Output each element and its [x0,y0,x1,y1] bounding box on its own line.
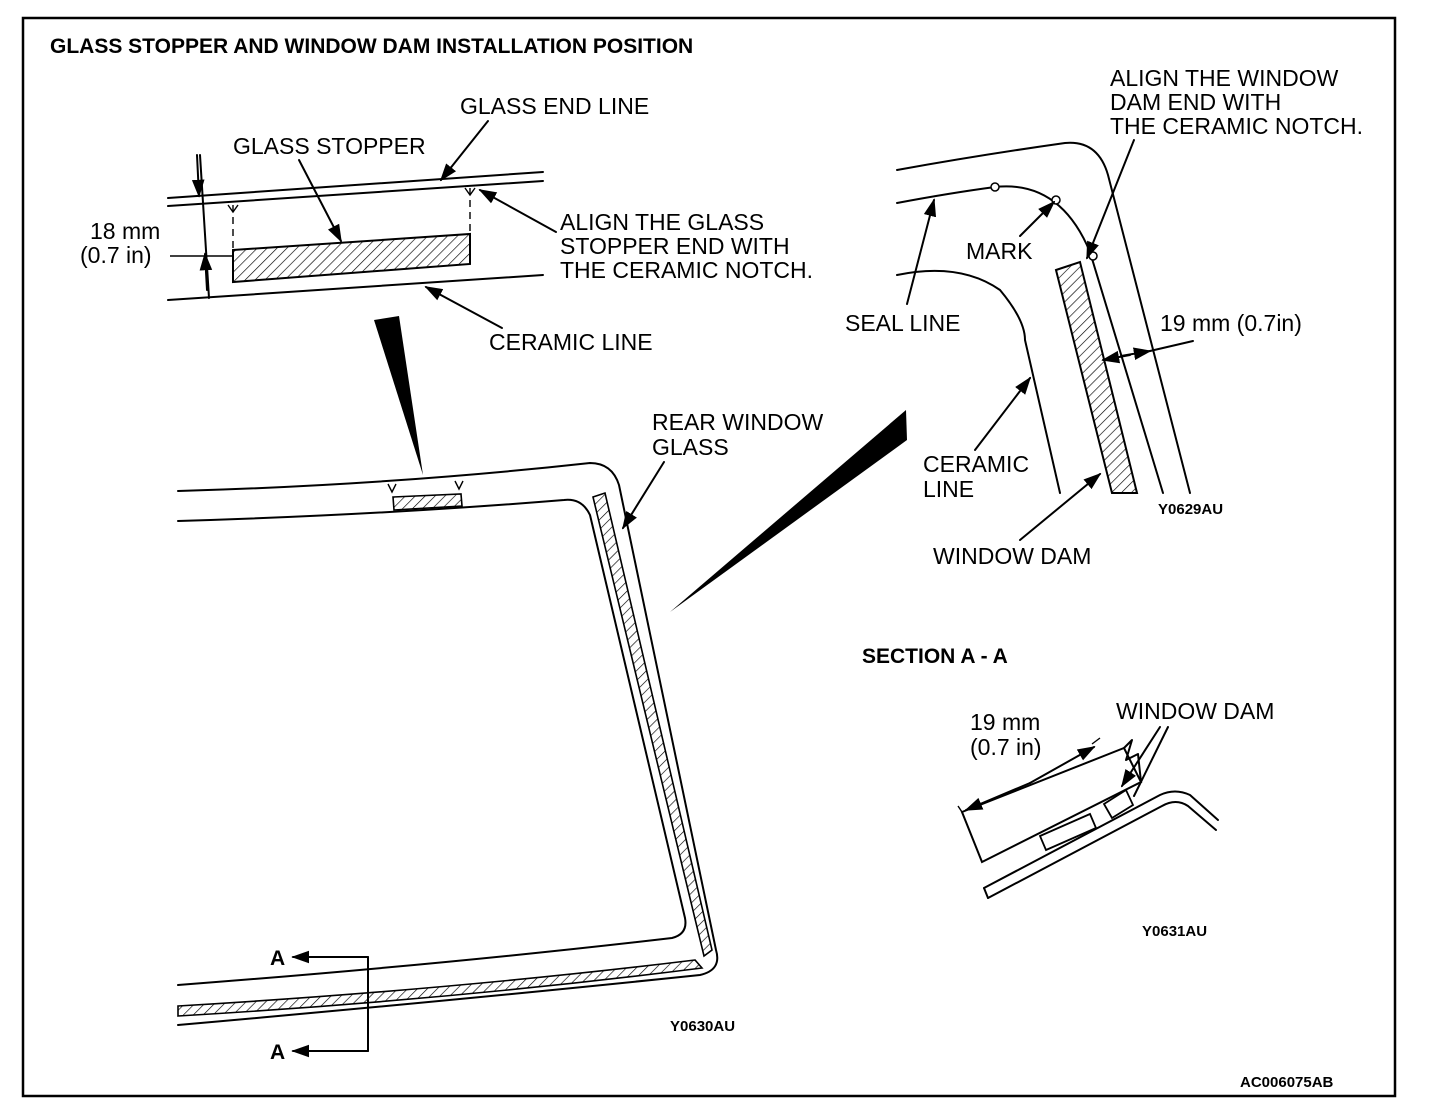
glass-end-line-edge-inner [167,180,544,207]
figure-title: GLASS STOPPER AND WINDOW DAM INSTALLATIO… [50,35,693,58]
dam-ceramic-leader [974,376,1032,451]
stopper-detail: 18 mm (0.7 in) GLASS END LINE GLASS STOP… [80,93,813,355]
stopper-ceramic-leader [424,286,503,329]
ceramic-line-edge [167,274,544,301]
dam-ceramic-line [896,269,1061,494]
stopper-dim-mm-label: 18 mm [90,218,160,244]
section-marker-bottom: A [270,1041,285,1064]
section-dim-arrow-right [1029,746,1096,784]
dam-align-note-2: DAM END WITH [1110,89,1281,115]
section-dim-ext-right [1091,737,1101,745]
rear-window-glass-leader [622,461,665,530]
dam-dimension-label: 19 mm (0.7in) [1160,310,1302,336]
stopper-align-leader [478,189,557,233]
dam-align-note-3: THE CERAMIC NOTCH. [1110,113,1363,139]
figure-code: AC006075AB [1240,1074,1334,1091]
rear-window-glass-label-1: REAR WINDOW [652,409,824,435]
section-view: SECTION A - A 19 mm (0.7 in) WINDOW DAM … [862,645,1274,940]
section-body-flange-top [983,790,1219,889]
mark-leader [1019,200,1056,237]
dam-ceramic-line-label-2: LINE [923,476,974,502]
dam-detail-code: Y0629AU [1158,501,1223,518]
stopper-dim-in-label: (0.7 in) [80,242,152,268]
side-window-dam [592,491,713,958]
section-dim-mm-label: 19 mm [970,709,1040,735]
bottom-window-dam [177,959,704,1017]
rear-window-glass-label-2: GLASS [652,434,729,460]
glass-stopper-label: GLASS STOPPER [233,133,426,159]
stopper-align-note-3: THE CERAMIC NOTCH. [560,257,813,283]
dam-window-dam-label: WINDOW DAM [933,543,1091,569]
section-marker-top: A [270,947,285,970]
section-window-dam-shape [1102,788,1135,820]
dam-window-dam-shape [1054,260,1139,494]
section-body-flange-bottom [987,801,1217,899]
main-glass-stopper [392,493,463,511]
dam-seal-line [896,185,1164,494]
stopper-ceramic-line-label: CERAMIC LINE [489,329,653,355]
dam-window-dam-leader [1019,472,1102,541]
detail-pointer-wedge-left [374,316,423,475]
glass-stopper-shape [232,232,471,284]
section-window-dam-label: WINDOW DAM [1116,698,1274,724]
detail-pointer-wedge-right [670,410,907,612]
dim-18mm-arrow-top [191,154,205,198]
seal-line-label: SEAL LINE [845,310,960,336]
main-notch-left [387,483,397,494]
glass-end-line-edge [167,171,544,199]
seal-line-leader [906,198,937,305]
dim-18mm-arrow-bottom [199,252,213,291]
stopper-align-note-1: ALIGN THE GLASS [560,209,764,235]
section-dam-leader-2 [1133,726,1169,797]
dim-18mm-line [199,154,210,299]
mark-label: MARK [966,238,1033,264]
glass-end-line-leader [439,120,489,182]
notch-mark-left [227,204,239,214]
section-title: SECTION A - A [862,645,1008,668]
glass-end-line-label: GLASS END LINE [460,93,649,119]
glass-stopper-leader [298,159,342,243]
dam-ceramic-line-label-1: CERAMIC [923,451,1029,477]
main-notch-right [454,480,464,491]
dam-align-leader [1086,139,1135,260]
section-dim-arrow-left [964,782,1031,811]
section-dim-ext-left [957,805,963,813]
stopper-align-note-2: STOPPER END WITH [560,233,790,259]
seal-mark-dot-1 [990,182,1000,192]
dam-dimension-arrow-right [1120,347,1152,360]
notch-mark-right [464,187,476,197]
main-view: REAR WINDOW GLASS A A Y0630AU [177,409,824,1064]
dam-glass-edge [896,141,1191,494]
section-code: Y0631AU [1142,923,1207,940]
section-body-end [983,887,989,899]
main-view-code: Y0630AU [670,1018,735,1035]
section-dam-leader-1 [1121,726,1161,788]
section-dim-in-label: (0.7 in) [970,734,1042,760]
section-glass-break [1123,739,1142,783]
dam-align-note-1: ALIGN THE WINDOW [1110,65,1339,91]
seal-mark-dot-3 [1088,251,1098,261]
dam-dimension-leader [1149,340,1194,352]
ceramic-inner-edge [177,498,687,986]
dam-detail: ALIGN THE WINDOW DAM END WITH THE CERAMI… [845,65,1363,569]
glass-outer-edge [177,462,719,1026]
figure-border [21,16,1397,1098]
